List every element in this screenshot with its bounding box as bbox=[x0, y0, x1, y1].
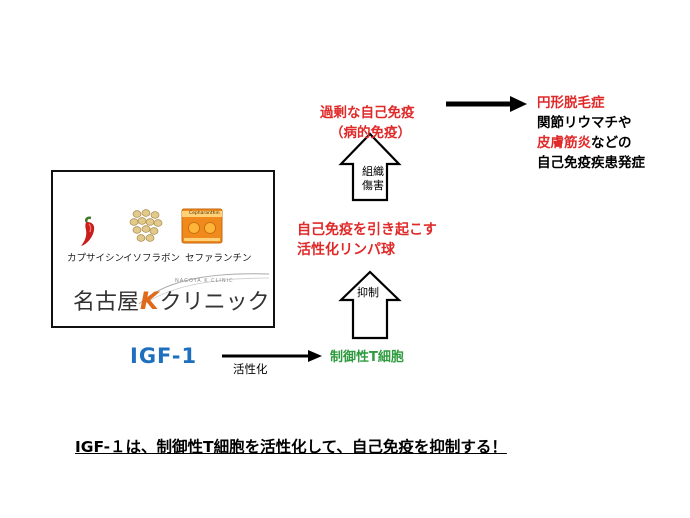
chili-pepper-icon bbox=[81, 216, 95, 246]
result-dermatomyositis-suffix: などの bbox=[591, 135, 632, 151]
activated-lymphocyte-line1: 自己免疫を引き起こす bbox=[297, 222, 437, 238]
clinic-subtitle: NAGOYA K CLINIC bbox=[175, 278, 234, 284]
conclusion-text: IGF-１は、制御性T細胞を活性化して、自己免疫を抑制する！ bbox=[75, 438, 507, 456]
igf1-label: IGF-1 bbox=[130, 344, 198, 368]
clinic-name-after: クリニック bbox=[159, 290, 270, 315]
excess-immunity-line1: 過剰な自己免疫 bbox=[320, 105, 415, 121]
suppression-label: 抑制 bbox=[357, 286, 379, 299]
clinic-name-before: 名古屋 bbox=[73, 290, 140, 315]
clinic-logo-swoosh bbox=[138, 273, 270, 307]
capsaicin-label: カプサイシン bbox=[67, 253, 125, 264]
activated-lymphocyte-line2: 活性化リンパ球 bbox=[297, 242, 395, 258]
onset-arrow bbox=[446, 96, 527, 112]
result-rheumatoid: 関節リウマチや bbox=[537, 115, 632, 131]
activation-label: 活性化 bbox=[233, 362, 268, 376]
supplement-clinic-image: Cepharanthin カプサイシン イソフラボン セファランチン NAGOY… bbox=[51, 170, 275, 328]
activation-arrow bbox=[222, 350, 322, 362]
tablet-pack-icon bbox=[181, 208, 223, 244]
tissue-damage-arrow bbox=[338, 132, 402, 202]
result-dermatomyositis-term: 皮膚筋炎 bbox=[537, 135, 591, 151]
excess-immunity-line2: （病的免疫） bbox=[330, 125, 411, 141]
tissue-damage-line2: 傷害 bbox=[362, 179, 384, 192]
soybeans-icon bbox=[129, 209, 163, 242]
pack-text: Cepharanthin bbox=[189, 211, 220, 216]
result-alopecia: 円形脱毛症 bbox=[537, 95, 605, 111]
clinic-logo: 名古屋Kクリニック bbox=[73, 284, 270, 316]
isoflavone-label: イソフラボン bbox=[123, 253, 181, 264]
result-autoimmune-onset: 自己免疫疾患発症 bbox=[537, 155, 645, 171]
suppression-arrow bbox=[338, 270, 402, 340]
result-dermatomyositis: 皮膚筋炎などの bbox=[537, 131, 632, 151]
clinic-name-k: K bbox=[140, 287, 159, 315]
regulatory-t-cell-label: 制御性T細胞 bbox=[330, 350, 404, 365]
cepharanthine-label: セファランチン bbox=[185, 253, 252, 264]
tissue-damage-line1: 組織 bbox=[362, 165, 384, 178]
